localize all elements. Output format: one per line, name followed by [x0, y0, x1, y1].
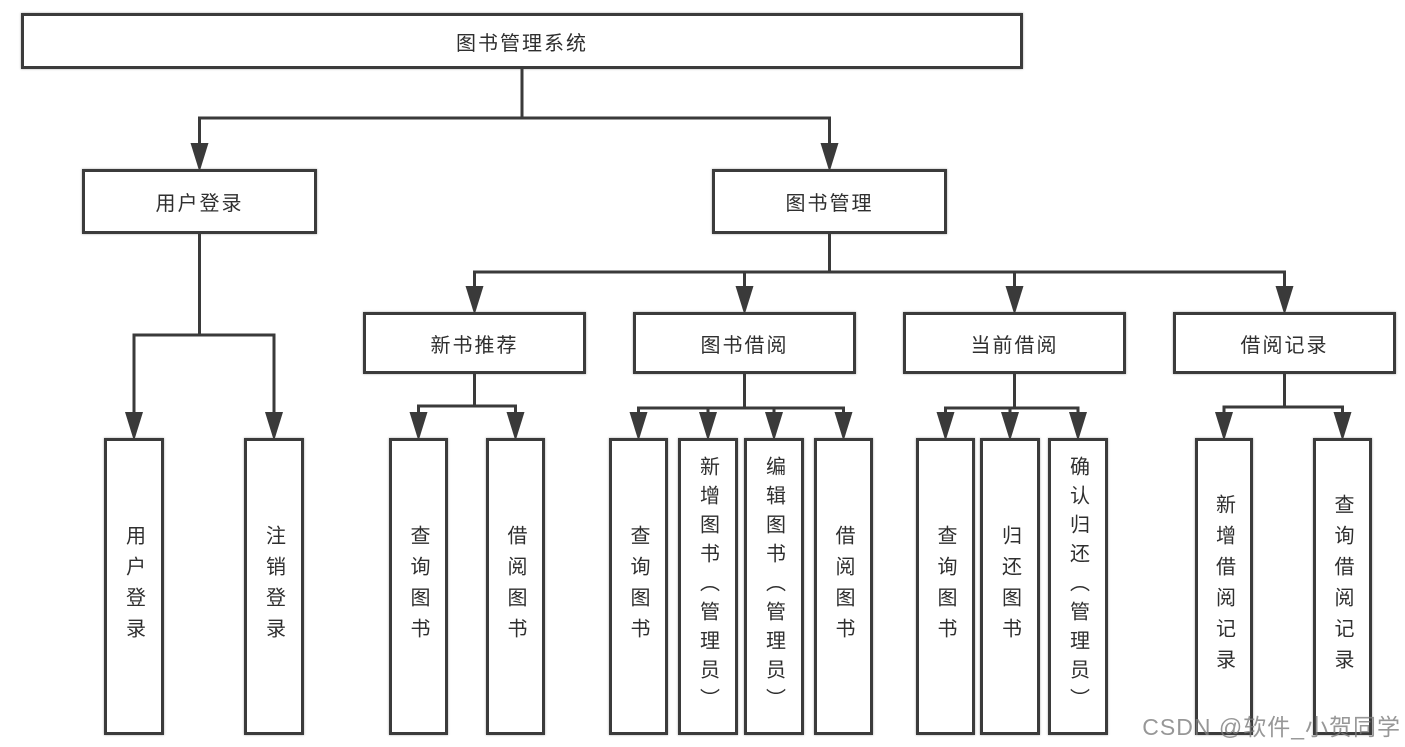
arrowhead — [936, 412, 955, 441]
node-label: 注销登录 — [262, 524, 285, 649]
node-root: 图书管理系统 — [21, 13, 1023, 69]
arrowhead — [765, 412, 783, 441]
node-bb-edit: 编辑图书（管理员） — [744, 438, 804, 735]
node-label: 新书推荐 — [430, 334, 519, 357]
node-current-borrow: 当前借阅 — [903, 312, 1126, 374]
node-label: 图书管理 — [785, 193, 874, 215]
node-bb-query: 查询图书 — [609, 438, 668, 735]
node-cb-return: 归还图书 — [980, 438, 1040, 735]
node-leaf-user-login: 用户登录 — [104, 438, 164, 735]
node-bb-add: 新增图书（管理员） — [678, 438, 738, 735]
node-label: 借阅图书 — [832, 524, 854, 649]
node-label: 借阅图书 — [504, 524, 526, 649]
node-label: 查询图书 — [627, 524, 649, 649]
node-nb-query: 查询图书 — [389, 438, 448, 735]
node-label: 当前借阅 — [970, 334, 1059, 357]
arrowhead — [820, 143, 839, 172]
node-br-query: 查询借阅记录 — [1313, 438, 1372, 735]
node-br-add: 新增借阅记录 — [1195, 438, 1253, 735]
arrowhead — [1275, 286, 1294, 315]
edge-user-login-grp — [125, 234, 283, 441]
node-book-mgmt: 图书管理 — [712, 169, 947, 234]
edge-new-book-rec — [409, 374, 525, 441]
node-nb-borrow: 借阅图书 — [486, 438, 545, 735]
node-label: 查询借阅记录 — [1331, 493, 1353, 680]
node-label: 新增图书（管理员） — [696, 456, 719, 717]
edge-book-borrow — [629, 374, 853, 441]
node-label: 归还图书 — [998, 524, 1021, 649]
edge-root — [190, 69, 839, 172]
node-label: 用户登录 — [155, 193, 244, 215]
node-user-login-grp: 用户登录 — [82, 169, 317, 234]
edge-current-borrow — [936, 374, 1087, 441]
arrowhead — [834, 412, 853, 441]
node-label: 图书借阅 — [700, 334, 789, 357]
arrowhead — [265, 412, 283, 441]
edge-borrow-records — [1215, 374, 1352, 441]
arrowhead — [409, 412, 428, 441]
arrowhead — [629, 412, 648, 441]
node-label: 确认归还（管理员） — [1066, 456, 1089, 717]
arrowhead — [735, 286, 754, 315]
node-leaf-logout: 注销登录 — [244, 438, 304, 735]
node-borrow-records: 借阅记录 — [1173, 312, 1396, 374]
edge-book-mgmt — [465, 234, 1294, 315]
node-label: 借阅记录 — [1240, 334, 1329, 357]
arrowhead — [1005, 286, 1024, 315]
node-label: 查询图书 — [934, 524, 956, 649]
node-label: 用户登录 — [122, 524, 145, 649]
node-label: 图书管理系统 — [456, 32, 588, 55]
arrowhead — [1215, 412, 1233, 441]
watermark: CSDN @软件_小贺同学 — [1142, 714, 1401, 740]
arrowhead — [1001, 412, 1019, 441]
node-label: 查询图书 — [407, 524, 429, 649]
arrowhead — [699, 412, 717, 441]
arrowhead — [506, 412, 525, 441]
node-book-borrow: 图书借阅 — [633, 312, 856, 374]
arrowhead — [190, 143, 209, 172]
arrowhead — [1069, 412, 1087, 441]
node-bb-borrow: 借阅图书 — [814, 438, 873, 735]
node-cb-query: 查询图书 — [916, 438, 975, 735]
arrowhead — [125, 412, 143, 441]
node-label: 新增借阅记录 — [1212, 493, 1235, 680]
node-cb-confirm: 确认归还（管理员） — [1048, 438, 1108, 735]
node-label: 编辑图书（管理员） — [762, 456, 785, 717]
node-new-book-rec: 新书推荐 — [363, 312, 586, 374]
arrowhead — [465, 286, 484, 315]
arrowhead — [1333, 412, 1352, 441]
